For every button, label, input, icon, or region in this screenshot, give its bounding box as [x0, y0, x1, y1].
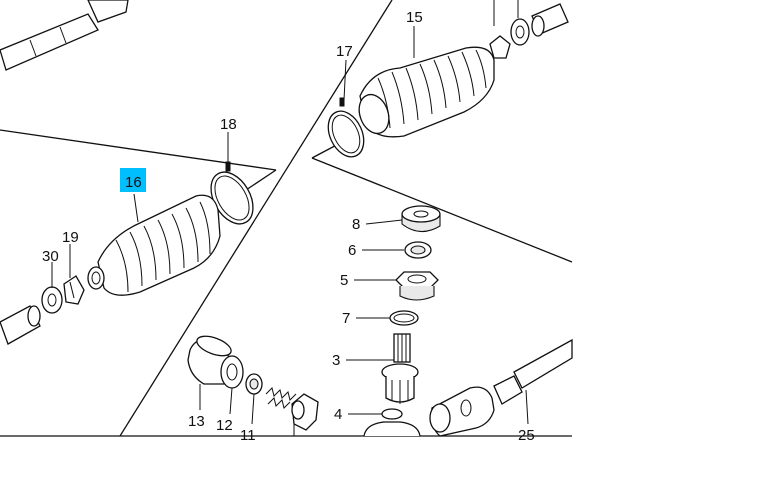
clamp-ring-part-17	[327, 97, 365, 158]
callout-3: 3	[332, 352, 340, 369]
boot-part-15	[358, 46, 495, 138]
bearing-part-4	[363, 408, 421, 437]
bearing-part-6	[404, 241, 432, 259]
tie-rod-lower-left	[0, 305, 41, 345]
callout-25: 25	[518, 427, 535, 444]
nut-part-30	[41, 286, 63, 314]
washer-part-12	[220, 355, 244, 389]
callout-7: 7	[342, 310, 350, 327]
callout-17: 17	[336, 43, 353, 60]
callout-16: 16	[125, 174, 142, 191]
top-right-small-parts	[489, 3, 569, 59]
adjuster-part-5	[395, 271, 439, 301]
leader-lines	[51, 0, 529, 436]
tie-rod-end-part-25	[429, 338, 573, 437]
cushion-part-8	[401, 205, 441, 233]
callout-5: 5	[340, 272, 348, 289]
callout-6: 6	[348, 242, 356, 259]
o-ring-part-7	[389, 310, 419, 326]
callout-8: 8	[352, 216, 360, 233]
tie-rod-top-left	[0, 0, 129, 71]
callout-4: 4	[334, 406, 342, 423]
lock-washer-part-19	[63, 275, 85, 305]
highlight-box-16	[120, 168, 146, 192]
nut-part-11	[245, 373, 263, 395]
callout-13: 13	[188, 413, 205, 430]
callout-labels: 15 17 18 16 19 30 8 6 5 7 3 4 13 12 11 2…	[42, 9, 535, 444]
spring-part	[265, 387, 297, 409]
callout-11: 11	[240, 427, 256, 444]
rack-guide-part	[291, 393, 319, 431]
callout-12: 12	[216, 417, 233, 434]
callout-18: 18	[220, 116, 237, 133]
pinion-shaft-part-3	[381, 333, 419, 404]
callout-15: 15	[406, 9, 423, 26]
boot-part-16	[87, 194, 221, 296]
callout-19: 19	[62, 229, 79, 246]
callout-30: 30	[42, 248, 59, 265]
